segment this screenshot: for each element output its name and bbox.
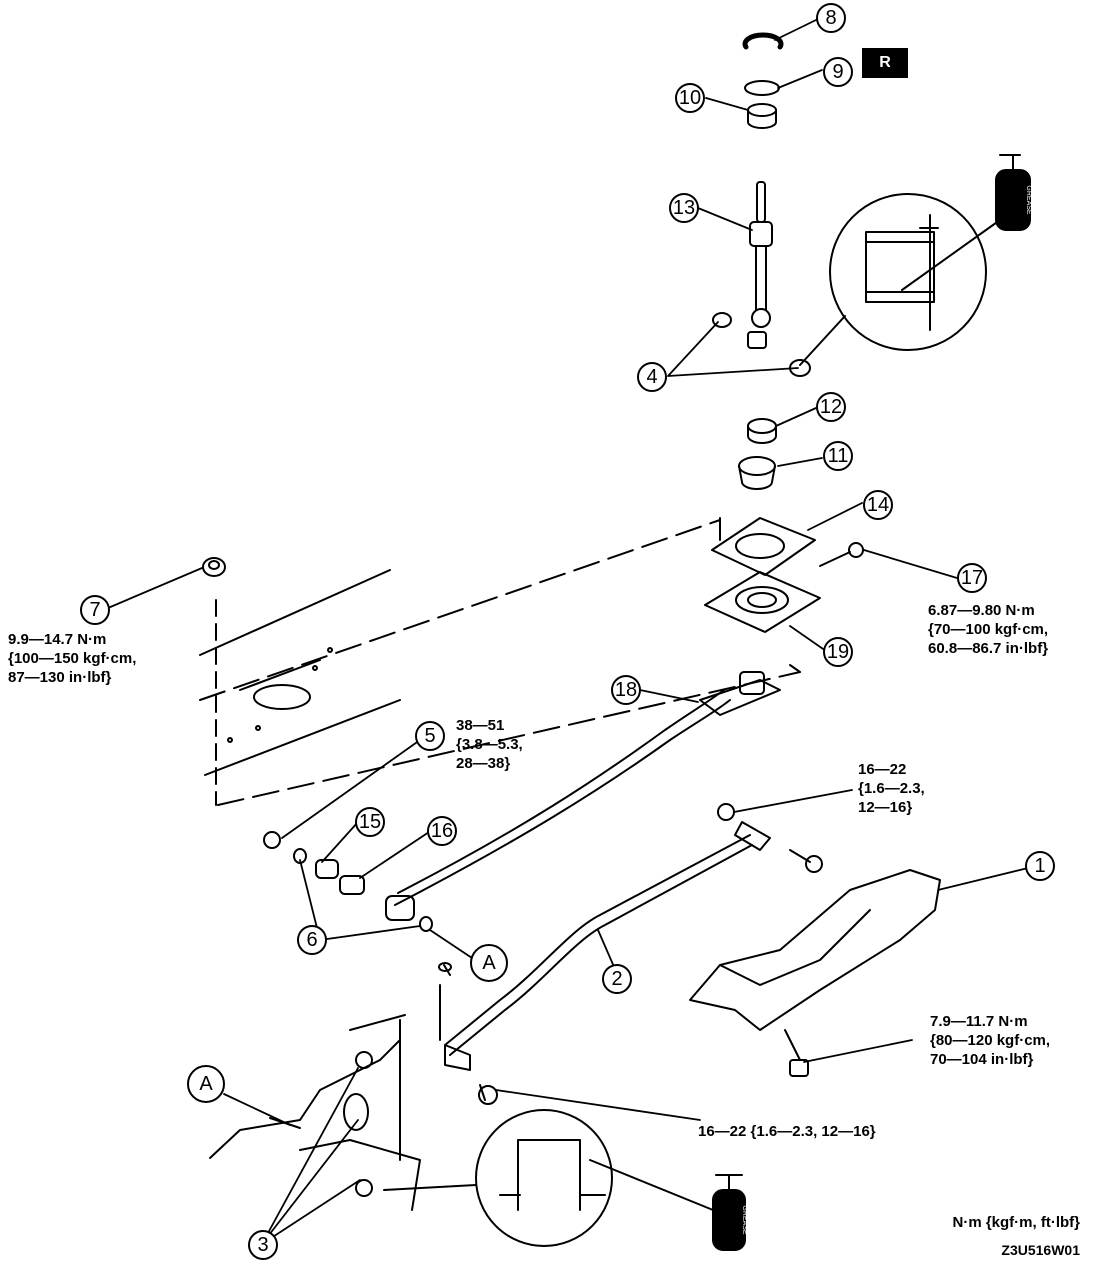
callout-17: 17 — [961, 567, 983, 589]
part-14-gasket — [711, 517, 816, 576]
callout-14-circle — [863, 490, 893, 520]
callout-14: 14 — [867, 494, 889, 516]
callout-5: 5 — [424, 725, 435, 747]
part-12-bushing — [747, 418, 777, 444]
torque-spec-lower-nut: 16—22 {1.6—2.3, 12—16} — [698, 1123, 876, 1140]
torque-spec-part-7: 9.9—14.7 N·m{100—150 kgf·cm,87—130 in·lb… — [8, 631, 137, 686]
callout-10: 10 — [679, 87, 701, 109]
callout-A-lower-circle — [187, 1065, 225, 1103]
callout-16: 16 — [431, 820, 453, 842]
callout-18: 18 — [615, 679, 637, 701]
part-18-rod — [385, 671, 781, 921]
callout-6: 6 — [306, 929, 317, 951]
callout-9: 9 — [832, 61, 843, 83]
grease-tube-lower — [589, 1159, 746, 1251]
callout-11-circle — [823, 441, 853, 471]
part-16-bushing — [339, 875, 365, 895]
callout-15-circle — [355, 807, 385, 837]
callout-1-circle — [1025, 851, 1055, 881]
leader-lines — [107, 19, 1029, 1245]
part-1-boot — [689, 869, 941, 1077]
grease-tube-upper — [901, 154, 1031, 291]
callout-12-circle — [816, 392, 846, 422]
callout-4: 4 — [646, 366, 657, 388]
callout-18-circle — [611, 675, 641, 705]
part-8-clip — [742, 32, 784, 50]
callout-12: 12 — [820, 396, 842, 418]
callout-3: 3 — [257, 1234, 268, 1256]
callout-7-circle — [80, 595, 110, 625]
detail-view-lower — [383, 1109, 613, 1247]
callout-13: 13 — [673, 197, 695, 219]
callout-19: 19 — [827, 641, 849, 663]
part-15-bushing — [315, 859, 339, 879]
part-2-bolt-upper — [717, 803, 735, 821]
torque-units-legend: N·m {kgf·m, ft·lbf} — [952, 1214, 1081, 1231]
part-11-bushing — [738, 456, 776, 490]
callout-6-circle — [297, 925, 327, 955]
part-17-bolt — [819, 542, 864, 567]
callout-circles — [80, 3, 1055, 1260]
callout-A-upper-circle — [470, 944, 508, 982]
callout-5-circle — [415, 721, 445, 751]
part-2-rod — [444, 821, 823, 1056]
floor-panel — [199, 517, 801, 806]
replace-badge: R — [862, 48, 908, 78]
torque-spec-part-17: 6.87—9.80 N·m{70—100 kgf·cm,60.8—86.7 in… — [928, 602, 1049, 657]
part-10-bushing — [747, 103, 777, 129]
callout-8: 8 — [825, 7, 836, 29]
callout-2-circle — [602, 964, 632, 994]
transmission-housing — [209, 962, 498, 1211]
grease-label-lower: GREASE — [741, 1205, 748, 1235]
grease-label-upper: GREASE — [1025, 185, 1032, 215]
callout-8-circle — [816, 3, 846, 33]
callout-4-circle — [637, 362, 667, 392]
callout-3-circle — [248, 1230, 278, 1260]
callout-15: 15 — [359, 811, 381, 833]
part-19-plate — [704, 571, 821, 633]
callout-17-circle — [957, 563, 987, 593]
figure-code: Z3U516W01 — [1001, 1242, 1080, 1258]
callout-7: 7 — [89, 599, 100, 621]
part-13-shift-lever — [749, 181, 773, 328]
torque-spec-part-2-bolt: 16—22{1.6—2.3,12—16} — [858, 761, 925, 816]
part-6-washer-lower — [419, 916, 433, 932]
callout-16-circle — [427, 816, 457, 846]
callout-9-circle — [823, 57, 853, 87]
part-9-ring — [744, 80, 780, 96]
part-4-bushings — [712, 312, 811, 377]
torque-spec-part-1-bolt: 7.9—11.7 N·m{80—120 kgf·cm,70—104 in·lbf… — [930, 1013, 1051, 1068]
torque-spec-part-5: 38—51{3.8—5.3,28—38} — [456, 717, 523, 772]
callout-19-circle — [823, 637, 853, 667]
callout-2: 2 — [611, 968, 622, 990]
callout-11: 11 — [828, 445, 849, 467]
callout-A-upper: A — [482, 952, 496, 974]
callout-13-circle — [669, 193, 699, 223]
detail-view-upper — [799, 193, 987, 366]
part-7-grommet — [202, 557, 226, 577]
callout-A-lower: A — [199, 1073, 213, 1095]
callout-1: 1 — [1034, 855, 1045, 877]
callout-10-circle — [675, 83, 705, 113]
part-5-nut — [263, 831, 281, 849]
